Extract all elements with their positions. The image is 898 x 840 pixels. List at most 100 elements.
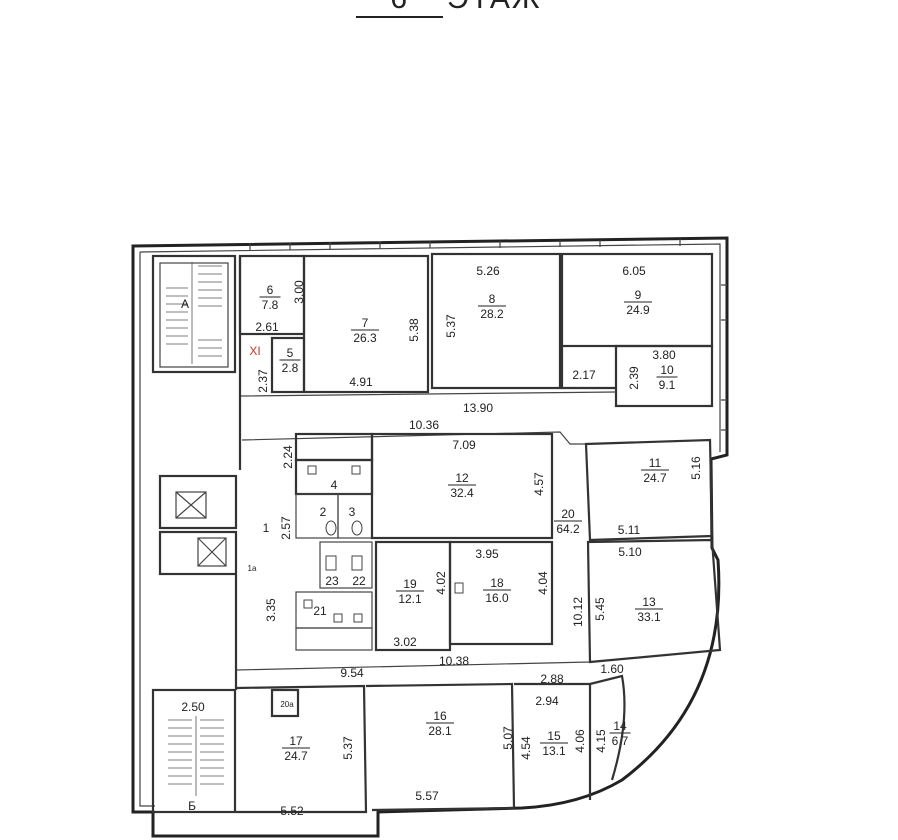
dimension-label: 5.10 — [618, 545, 642, 559]
room-area: 26.3 — [353, 331, 377, 345]
room-number: 17 — [289, 734, 303, 748]
room-number: 13 — [642, 595, 656, 609]
room-area: 16.0 — [485, 591, 509, 605]
dimension-label: 2.57 — [279, 516, 293, 540]
room-2: 2 — [320, 505, 327, 519]
dimension-label: 5.57 — [415, 789, 439, 803]
room-6: 67.8 — [259, 283, 281, 312]
stair-a-steps — [166, 262, 222, 364]
center-block — [294, 432, 554, 652]
room-number: 21 — [313, 604, 327, 618]
dimension-label: 3.35 — [264, 598, 278, 622]
section-marker: XI — [249, 344, 260, 358]
room-number: 16 — [433, 709, 447, 723]
dimension-label: 13.90 — [463, 401, 493, 415]
room-area: 13.1 — [542, 744, 566, 758]
dimension-label: 4.15 — [594, 729, 608, 753]
room-number: 8 — [489, 292, 496, 306]
stair-b-label: Б — [188, 799, 196, 813]
room-8: 828.2 — [478, 292, 506, 321]
dimension-label: 2.37 — [256, 369, 270, 393]
room-number: 12 — [455, 471, 469, 485]
stair-a-label: А — [181, 297, 189, 311]
dimension-label: 5.38 — [407, 318, 421, 342]
room-number: 10 — [660, 363, 674, 377]
room-number: 15 — [547, 729, 561, 743]
dimension-label: 4.91 — [349, 375, 373, 389]
room-area: 32.4 — [450, 486, 474, 500]
dimension-label: 10.38 — [439, 654, 469, 668]
room-area: 24.7 — [284, 749, 308, 763]
room-number: 14 — [613, 719, 627, 733]
room-number: 7 — [362, 316, 369, 330]
room-22: 22 — [352, 574, 366, 588]
dimension-label: 3.80 — [652, 348, 676, 362]
dimension-label: 2.88 — [540, 672, 564, 686]
room-21: 21 — [313, 604, 327, 618]
dimension-label: 3.95 — [475, 547, 499, 561]
dimension-label: 5.11 — [618, 523, 641, 537]
dimension-label: 2.17 — [572, 368, 596, 382]
dimension-label: 5.26 — [476, 264, 500, 278]
room-number: 5 — [287, 346, 294, 360]
room-10: 109.1 — [656, 363, 678, 392]
dimension-label: 10.12 — [571, 597, 585, 627]
room-number: 1 — [263, 521, 270, 535]
stair-b-steps — [168, 716, 224, 796]
dimension-label: 5.07 — [501, 726, 515, 750]
dimension-label: 9.54 — [340, 666, 364, 680]
dimension-label: 3.02 — [393, 635, 417, 649]
top-rooms — [238, 252, 714, 408]
dimension-label: 10.36 — [409, 418, 439, 432]
left-core — [151, 254, 238, 814]
dimension-label: 2.50 — [181, 700, 205, 714]
room-number: 9 — [635, 288, 642, 302]
floor-word: ЭТАЖ — [447, 0, 542, 15]
room-number: 18 — [490, 576, 504, 590]
floor-number: 6 — [356, 0, 444, 18]
dimension-label: 5.45 — [593, 597, 607, 621]
room-14: 146.7 — [609, 719, 631, 748]
outer-walls — [131, 236, 729, 838]
floor-title: 6ЭТАЖ — [0, 0, 898, 18]
room-area: 6.7 — [612, 734, 629, 748]
small-room-label: 1а — [248, 564, 257, 573]
room-area: 24.9 — [626, 303, 650, 317]
small-room-label: 20а — [280, 700, 294, 709]
dimension-label: 1.60 — [600, 662, 624, 676]
room-number: 19 — [403, 577, 417, 591]
dimension-label: 5.37 — [444, 314, 458, 338]
room-number: 4 — [331, 478, 338, 492]
room-area: 28.1 — [428, 724, 452, 738]
room-23: 23 — [325, 574, 339, 588]
room-area: 24.7 — [643, 471, 667, 485]
room-9: 924.9 — [624, 288, 652, 317]
misc-labels: А Б XI 1а 20а — [181, 297, 294, 813]
room-7: 726.3 — [351, 316, 379, 345]
room-number: 11 — [649, 456, 662, 470]
room-area: 64.2 — [556, 522, 580, 536]
dimension-label: 4.54 — [519, 736, 533, 760]
room-area: 9.1 — [659, 378, 676, 392]
room-area: 7.8 — [262, 298, 279, 312]
room-area: 2.8 — [282, 361, 299, 375]
dimension-label: 2.39 — [627, 366, 641, 390]
dimension-label: 4.57 — [532, 472, 546, 496]
dimension-label: 4.06 — [573, 729, 587, 753]
room-3: 3 — [349, 505, 356, 519]
room-4: 4 — [331, 478, 338, 492]
bottom-rooms — [235, 661, 626, 814]
dimension-label: 4.02 — [434, 571, 448, 595]
room-number: 23 — [325, 574, 339, 588]
